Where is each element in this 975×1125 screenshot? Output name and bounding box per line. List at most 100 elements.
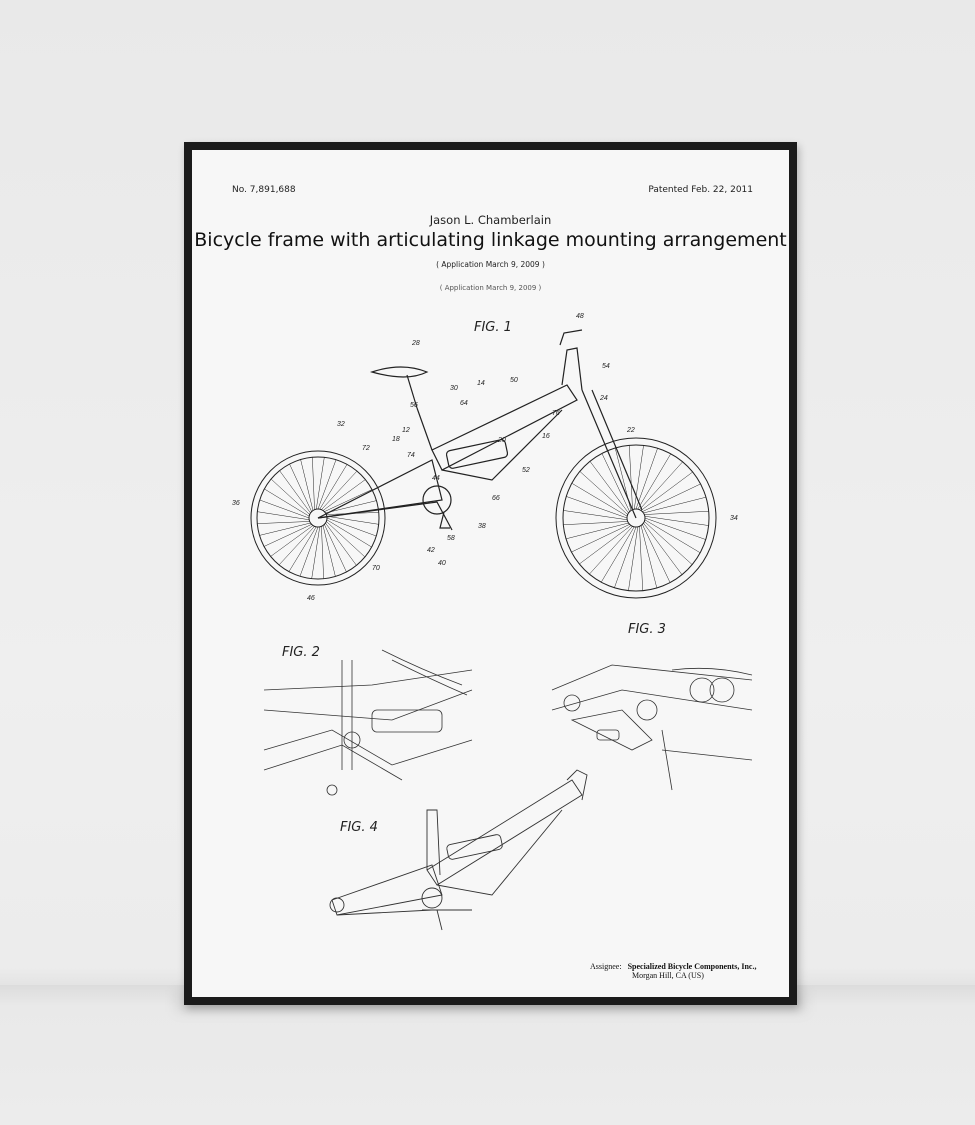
- spoke: [642, 524, 671, 583]
- reference-numeral: 56: [410, 402, 418, 409]
- reference-numeral: 18: [392, 436, 400, 443]
- spoke: [325, 500, 377, 514]
- spoke: [289, 463, 312, 512]
- spoke: [633, 445, 644, 510]
- spoke: [565, 522, 629, 540]
- spoke: [321, 470, 358, 510]
- reference-numeral: 50: [510, 377, 518, 384]
- reference-numeral: 40: [438, 560, 446, 567]
- spoke: [643, 496, 707, 514]
- spoke: [312, 457, 315, 510]
- application-date-faded: ( Application March 9, 2009 ): [439, 284, 542, 292]
- rear-wheel: [250, 450, 386, 586]
- spoke: [644, 510, 709, 515]
- spoke: [640, 471, 693, 511]
- reference-numeral: 58: [447, 535, 455, 542]
- assignee-block: Assignee: Specialized Bicycle Components,…: [590, 962, 756, 980]
- spoke: [601, 453, 630, 512]
- reference-numeral: 70: [372, 565, 380, 572]
- reference-numeral: 14: [477, 380, 485, 387]
- spoke: [637, 453, 671, 510]
- poster-frame: No. 7,891,688 Patented Feb. 22, 2011 Jas…: [184, 142, 797, 1005]
- reference-numeral: 54: [602, 363, 610, 370]
- reference-numeral: 20: [497, 437, 506, 444]
- reference-numeral: 76: [552, 410, 560, 417]
- spoke: [628, 526, 639, 591]
- reference-numeral: 32: [337, 421, 345, 428]
- spoke: [278, 526, 315, 566]
- reference-numeral: 24: [599, 395, 608, 402]
- spoke: [579, 525, 632, 565]
- spoke: [589, 526, 633, 575]
- spoke: [311, 526, 321, 579]
- spoke: [263, 524, 312, 547]
- spoke: [644, 517, 706, 540]
- floor: [0, 985, 975, 1125]
- spoke: [270, 478, 310, 515]
- reference-numeral: 28: [411, 340, 420, 347]
- fig2-label: FIG. 2: [282, 645, 320, 660]
- fig2-drawing: [263, 649, 473, 796]
- spoke: [300, 459, 314, 511]
- spoke: [639, 461, 683, 510]
- reference-numeral: 64: [460, 400, 468, 407]
- spoke: [322, 525, 336, 577]
- fig3-drawing: [551, 664, 753, 791]
- fig3-label: FIG. 3: [628, 622, 666, 637]
- spoke: [566, 496, 628, 519]
- spoke: [326, 517, 377, 537]
- assignee-label: Assignee:: [590, 962, 622, 971]
- reference-numeral: 72: [362, 445, 370, 452]
- application-date: ( Application March 9, 2009 ): [436, 260, 545, 269]
- spoke: [642, 483, 701, 512]
- spoke: [644, 521, 693, 565]
- spoke: [259, 499, 310, 519]
- reference-numeral: 22: [626, 427, 635, 434]
- spoke: [326, 515, 379, 525]
- spoke: [644, 519, 701, 553]
- spoke: [264, 488, 310, 517]
- reference-numeral: 46: [307, 595, 315, 602]
- spoke: [324, 489, 373, 512]
- patent-poster: No. 7,891,688 Patented Feb. 22, 2011 Jas…: [192, 150, 789, 997]
- spoke: [326, 521, 366, 558]
- reference-numeral: 30: [450, 385, 458, 392]
- reference-numeral: 52: [522, 467, 530, 474]
- spoke: [571, 483, 628, 517]
- spoke: [628, 445, 633, 510]
- spoke: [270, 525, 314, 557]
- spoke: [317, 459, 337, 510]
- frame-tubes: [317, 329, 643, 531]
- reference-numeral: 74: [407, 452, 415, 459]
- reference-numeral: 48: [576, 313, 584, 320]
- spoke: [299, 526, 319, 577]
- spoke: [326, 519, 372, 548]
- spoke: [321, 526, 324, 579]
- front-wheel: [555, 437, 717, 599]
- spoke: [571, 524, 630, 553]
- spoke: [259, 522, 311, 536]
- fig1-bicycle: [250, 329, 717, 599]
- assignee-name: Specialized Bicycle Components, Inc.,: [627, 962, 757, 971]
- reference-numeral: 38: [478, 523, 486, 530]
- assignee-location: Morgan Hill, CA (US): [632, 971, 704, 980]
- fig1-label: FIG. 1: [474, 320, 512, 335]
- spoke: [644, 515, 709, 526]
- spoke: [322, 479, 366, 511]
- spoke: [640, 525, 658, 589]
- reference-numeral: 16: [542, 433, 550, 440]
- spoke: [288, 526, 317, 572]
- reference-numeral: 42: [427, 547, 435, 554]
- spoke: [579, 471, 628, 515]
- spoke: [563, 510, 628, 521]
- fig4-label: FIG. 4: [340, 820, 378, 835]
- patented-date: Patented Feb. 22, 2011: [648, 185, 753, 195]
- reference-numeral: 12: [402, 427, 410, 434]
- spoke: [319, 464, 348, 510]
- spoke: [325, 522, 357, 566]
- spoke: [279, 470, 311, 514]
- reference-numeral: 36: [232, 500, 240, 507]
- reference-numeral: 34: [730, 515, 738, 522]
